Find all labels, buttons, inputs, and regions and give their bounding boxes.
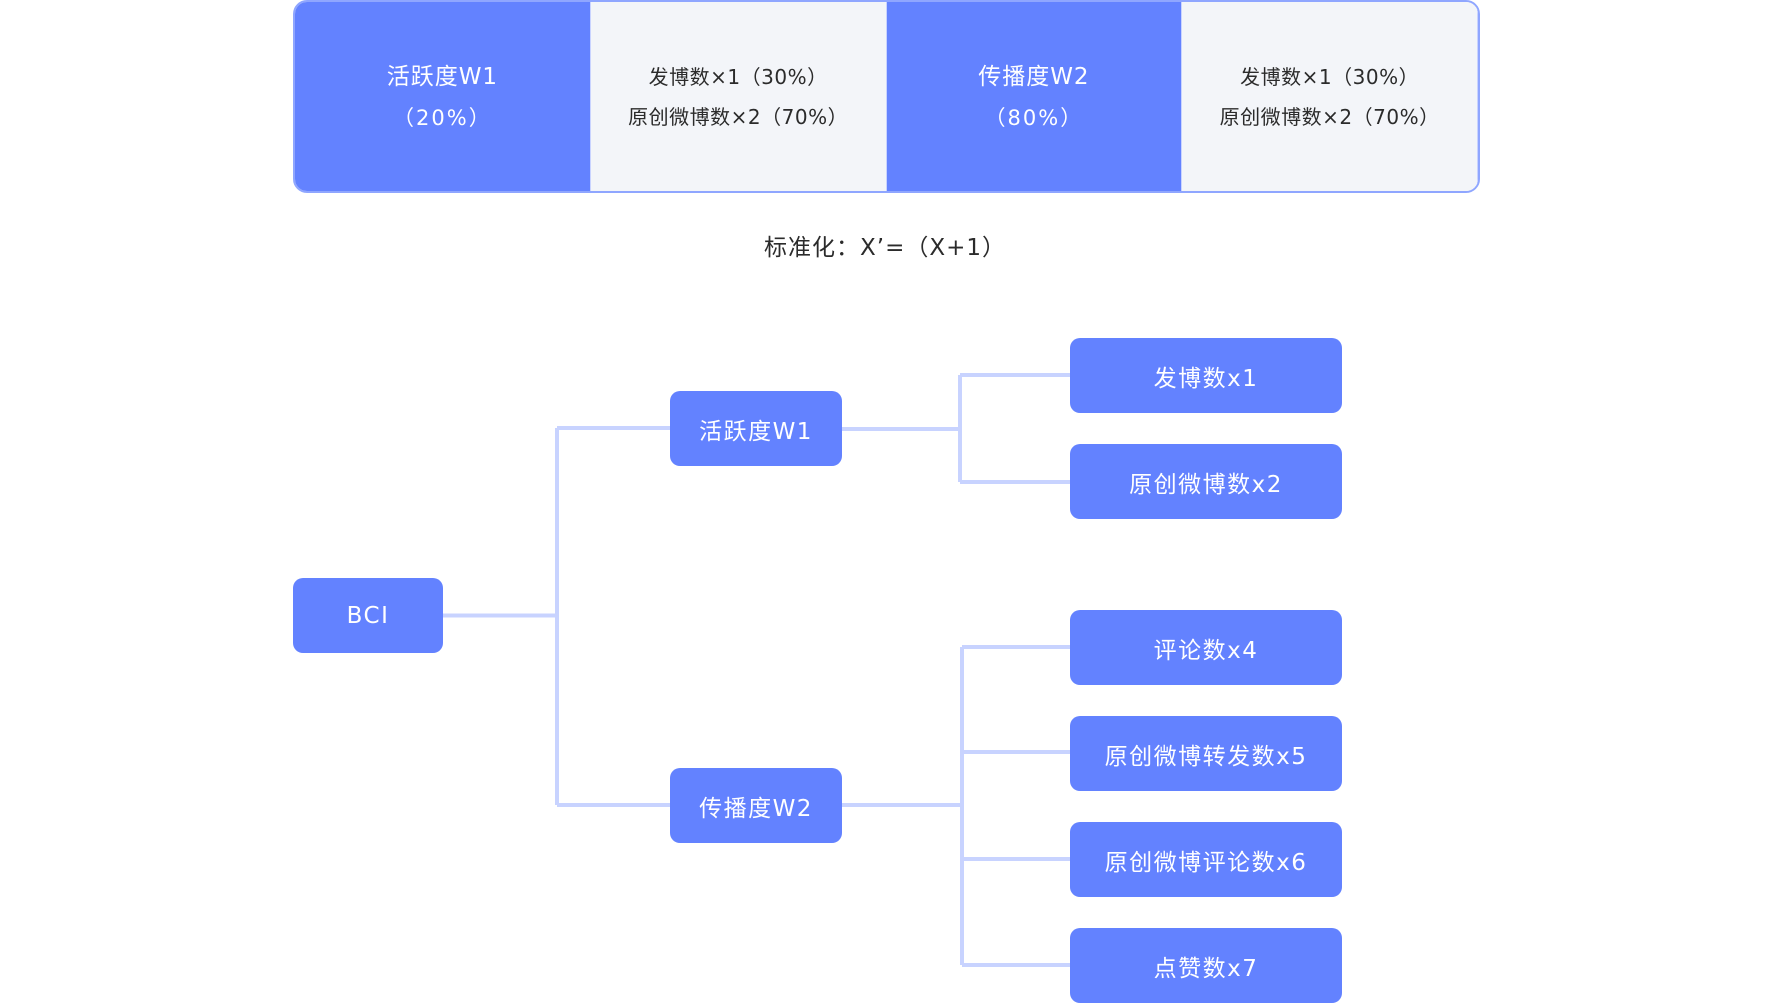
spread-weight-name: 传播度W2 xyxy=(978,63,1090,90)
activity-metrics-cell: 发博数×1（30%） 原创微博数×2（70%） xyxy=(589,2,887,191)
spread-metric-posts: 发博数×1（30%） xyxy=(1240,64,1420,89)
leaf-node-original-posts: 原创微博数x2 xyxy=(1070,444,1342,519)
spread-weight-cell: 传播度W2 （80%） xyxy=(886,2,1182,191)
spread-weight-percent: （80%） xyxy=(984,105,1084,130)
leaf-node-original-comments: 原创微博评论数x6 xyxy=(1070,822,1342,897)
weight-table: 活跃度W1 （20%） 发博数×1（30%） 原创微博数×2（70%） 传播度W… xyxy=(293,0,1480,193)
activity-branch-node: 活跃度W1 xyxy=(670,391,842,466)
spread-branch-node: 传播度W2 xyxy=(670,768,842,843)
leaf-node-likes: 点赞数x7 xyxy=(1070,928,1342,1003)
leaf-node-comments: 评论数x4 xyxy=(1070,610,1342,685)
activity-metric-posts: 发博数×1（30%） xyxy=(648,64,828,89)
leaf-node-original-reposts: 原创微博转发数x5 xyxy=(1070,716,1342,791)
spread-metrics-cell: 发博数×1（30%） 原创微博数×2（70%） xyxy=(1181,2,1478,191)
normalization-formula: 标准化：X’=（X+1） xyxy=(764,235,1006,261)
activity-weight-percent: （20%） xyxy=(393,105,492,130)
activity-weight-name: 活跃度W1 xyxy=(386,63,499,90)
spread-metric-original-posts: 原创微博数×2（70%） xyxy=(1219,104,1440,129)
leaf-node-posts: 发博数x1 xyxy=(1070,338,1342,413)
bci-root-node: BCI xyxy=(293,578,443,653)
activity-weight-cell: 活跃度W1 （20%） xyxy=(295,2,590,191)
activity-metric-original-posts: 原创微博数×2（70%） xyxy=(628,104,849,129)
